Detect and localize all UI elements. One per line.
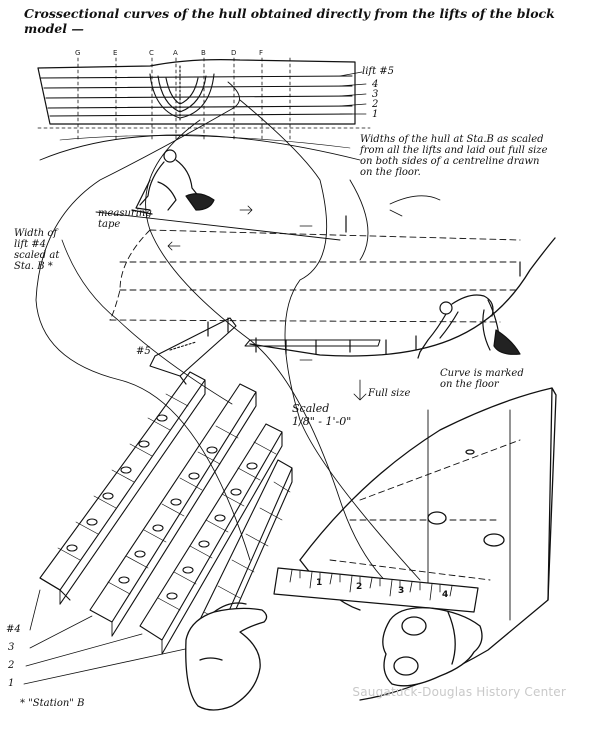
kneeling-man-figure	[131, 149, 215, 215]
block-model-lifts	[23, 371, 293, 685]
scale-ruler	[273, 567, 479, 613]
station-label-b: B	[201, 49, 206, 57]
lift-label-5: lift #5	[362, 66, 395, 77]
ruler-number-4: 4	[442, 590, 449, 600]
hull-profile-drawing	[37, 57, 371, 161]
curve-marked-label: Curve is marked on the floor	[440, 368, 524, 390]
station-label-c: C	[149, 49, 154, 57]
lift-number-1: 1	[8, 678, 15, 689]
station-label-g: G	[75, 49, 81, 57]
lift-label-2: 2	[372, 99, 379, 110]
watermark: Saugatuck-Douglas History Center	[352, 685, 566, 699]
ruler-number-2: 2	[356, 582, 363, 592]
right-hand	[382, 607, 483, 687]
lift-5-plate	[149, 317, 237, 385]
left-hand	[185, 602, 268, 711]
station-label-e: E	[113, 49, 118, 57]
scale-label: Scaled 1/8" - 1'-0"	[292, 402, 352, 428]
bending-man-figure	[417, 294, 521, 359]
station-label-f: F	[259, 49, 264, 57]
lift-label-4: 4	[372, 79, 379, 90]
lift-5-marker: #5	[136, 346, 151, 357]
width-of-lift-label: Width of lift #4 scaled at Sta. B *	[14, 228, 60, 272]
station-label-d: D	[231, 49, 237, 57]
widths-note: Widths of the hull at Sta.B as scaled fr…	[360, 134, 548, 178]
lift-label-3: 3	[372, 89, 379, 100]
page-title: Crossectional curves of the hull obtaine…	[24, 6, 555, 36]
station-label-a: A	[173, 49, 178, 57]
lift-label-1: 1	[372, 109, 379, 120]
lift-number-4: #4	[6, 624, 21, 635]
measuring-tape-label: measuring tape	[98, 208, 152, 230]
ruler-number-1: 1	[316, 578, 323, 588]
full-size-label: Full size	[368, 388, 411, 399]
floor-layout	[95, 205, 556, 361]
lift-number-3: 3	[8, 642, 15, 653]
footnote: * "Station" B	[20, 698, 85, 709]
lift-number-2: 2	[8, 660, 15, 671]
ruler-number-3: 3	[398, 586, 405, 596]
